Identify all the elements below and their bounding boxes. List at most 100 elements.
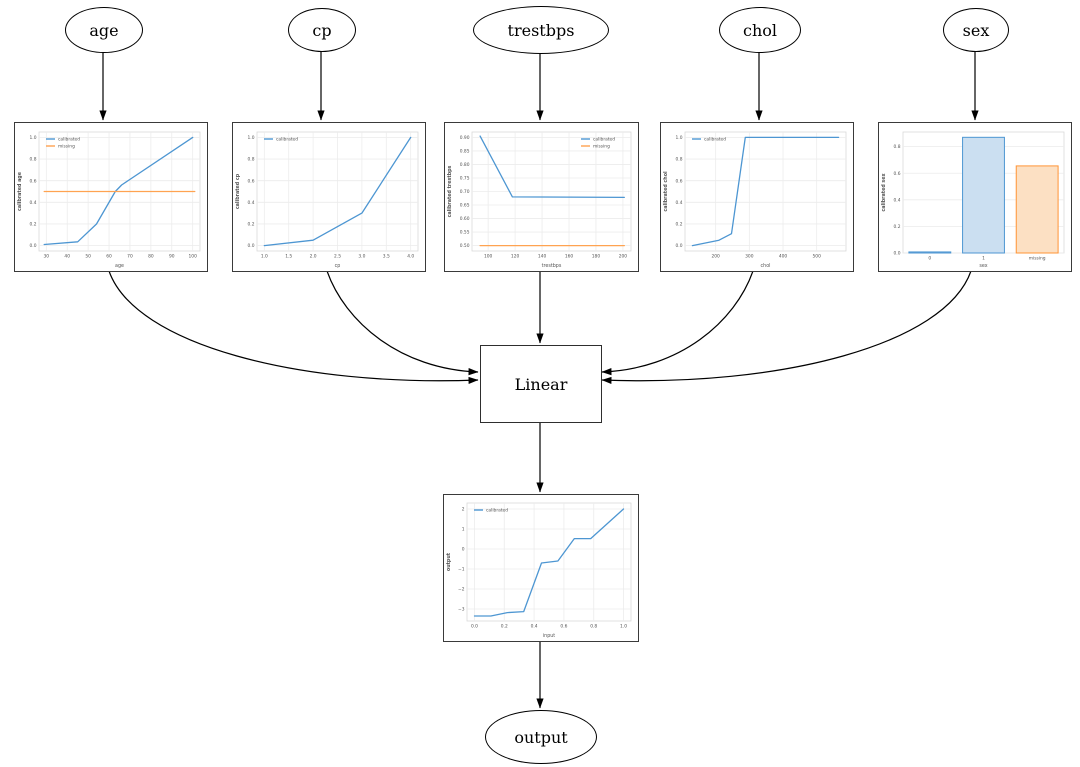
svg-text:0.6: 0.6 xyxy=(30,178,37,184)
svg-text:cp: cp xyxy=(335,264,341,269)
svg-text:sex: sex xyxy=(979,264,987,269)
svg-text:1.0: 1.0 xyxy=(676,135,683,141)
svg-text:0.6: 0.6 xyxy=(894,171,901,177)
svg-text:0.80: 0.80 xyxy=(460,162,470,168)
svg-text:500: 500 xyxy=(813,254,822,260)
svg-text:0.90: 0.90 xyxy=(460,135,470,141)
svg-text:400: 400 xyxy=(779,254,788,260)
svg-text:1.0: 1.0 xyxy=(30,135,37,141)
node-linear: Linear xyxy=(480,345,602,423)
svg-text:0.8: 0.8 xyxy=(590,624,597,630)
svg-text:0.2: 0.2 xyxy=(676,222,683,228)
edge-cp-calibrator-to-linear xyxy=(326,270,479,376)
svg-text:0.8: 0.8 xyxy=(248,157,255,163)
svg-text:0.0: 0.0 xyxy=(471,624,478,630)
node-output: output xyxy=(485,710,597,764)
svg-text:0.2: 0.2 xyxy=(501,624,508,630)
node-linear-label: Linear xyxy=(514,374,568,394)
svg-text:0.4: 0.4 xyxy=(531,624,538,630)
svg-text:0.65: 0.65 xyxy=(460,203,470,209)
svg-text:0.60: 0.60 xyxy=(460,216,470,222)
node-sex-label: sex xyxy=(962,20,990,40)
svg-text:0.6: 0.6 xyxy=(248,178,255,184)
svg-text:100: 100 xyxy=(188,254,197,260)
node-age: age xyxy=(65,7,143,53)
svg-text:0: 0 xyxy=(462,547,465,553)
edge-chol-calibrator-to-linear xyxy=(601,270,754,376)
svg-text:−3: −3 xyxy=(458,607,465,613)
svg-text:calibrated: calibrated xyxy=(486,508,508,514)
svg-text:input: input xyxy=(543,633,555,639)
svg-text:4.0: 4.0 xyxy=(407,254,414,260)
svg-text:calibrated: calibrated xyxy=(704,137,726,143)
svg-text:70: 70 xyxy=(127,254,133,260)
svg-text:0.4: 0.4 xyxy=(676,200,683,206)
svg-text:calibrated sex: calibrated sex xyxy=(881,172,887,211)
svg-text:160: 160 xyxy=(565,254,574,260)
svg-text:0.4: 0.4 xyxy=(248,200,255,206)
svg-text:missing: missing xyxy=(593,144,610,150)
svg-text:60: 60 xyxy=(106,254,112,260)
svg-text:output: output xyxy=(446,552,452,571)
svg-text:−1: −1 xyxy=(458,567,465,573)
svg-text:1.0: 1.0 xyxy=(261,254,268,260)
node-chol-label: chol xyxy=(742,20,777,40)
edge-sex-calibrator-to-linear xyxy=(601,270,972,384)
svg-text:2.0: 2.0 xyxy=(310,254,317,260)
svg-text:1: 1 xyxy=(982,256,985,262)
svg-text:missing: missing xyxy=(1029,256,1046,262)
svg-text:0.2: 0.2 xyxy=(248,222,255,228)
svg-text:0.50: 0.50 xyxy=(460,243,470,249)
svg-text:age: age xyxy=(115,264,124,269)
node-cp: cp xyxy=(288,8,356,52)
svg-text:1.0: 1.0 xyxy=(248,135,255,141)
svg-text:calibrated chol: calibrated chol xyxy=(663,171,669,212)
svg-text:0.8: 0.8 xyxy=(30,157,37,163)
svg-text:50: 50 xyxy=(85,254,91,260)
svg-text:2: 2 xyxy=(462,507,465,513)
svg-text:calibrated cp: calibrated cp xyxy=(235,173,241,209)
svg-text:0.0: 0.0 xyxy=(248,243,255,249)
node-cp-label: cp xyxy=(312,20,332,40)
svg-text:200: 200 xyxy=(711,254,720,260)
svg-text:1.0: 1.0 xyxy=(620,624,627,630)
svg-text:missing: missing xyxy=(58,144,75,150)
svg-text:0.0: 0.0 xyxy=(30,243,37,249)
svg-text:30: 30 xyxy=(44,254,50,260)
svg-text:0.8: 0.8 xyxy=(676,157,683,163)
node-trestbps: trestbps xyxy=(473,6,609,54)
svg-text:40: 40 xyxy=(64,254,70,260)
svg-text:calibrated trestbps: calibrated trestbps xyxy=(447,165,453,217)
svg-text:0.70: 0.70 xyxy=(460,189,470,195)
svg-text:300: 300 xyxy=(745,254,754,260)
svg-text:180: 180 xyxy=(592,254,601,260)
svg-text:0.4: 0.4 xyxy=(30,200,37,206)
svg-text:0.8: 0.8 xyxy=(894,144,901,150)
svg-text:3.0: 3.0 xyxy=(358,254,365,260)
svg-text:0.4: 0.4 xyxy=(894,197,901,203)
svg-text:calibrated: calibrated xyxy=(58,137,80,143)
svg-text:0.75: 0.75 xyxy=(460,176,470,182)
node-trestbps-label: trestbps xyxy=(507,20,575,40)
svg-text:0.55: 0.55 xyxy=(460,230,470,236)
svg-text:1: 1 xyxy=(462,527,465,533)
svg-text:140: 140 xyxy=(538,254,547,260)
svg-text:−2: −2 xyxy=(458,587,465,593)
svg-text:200: 200 xyxy=(619,254,628,260)
svg-text:calibrated age: calibrated age xyxy=(17,171,23,211)
node-sex: sex xyxy=(943,8,1009,52)
svg-text:calibrated: calibrated xyxy=(593,137,615,143)
svg-text:0.0: 0.0 xyxy=(894,251,901,257)
svg-text:80: 80 xyxy=(148,254,154,260)
